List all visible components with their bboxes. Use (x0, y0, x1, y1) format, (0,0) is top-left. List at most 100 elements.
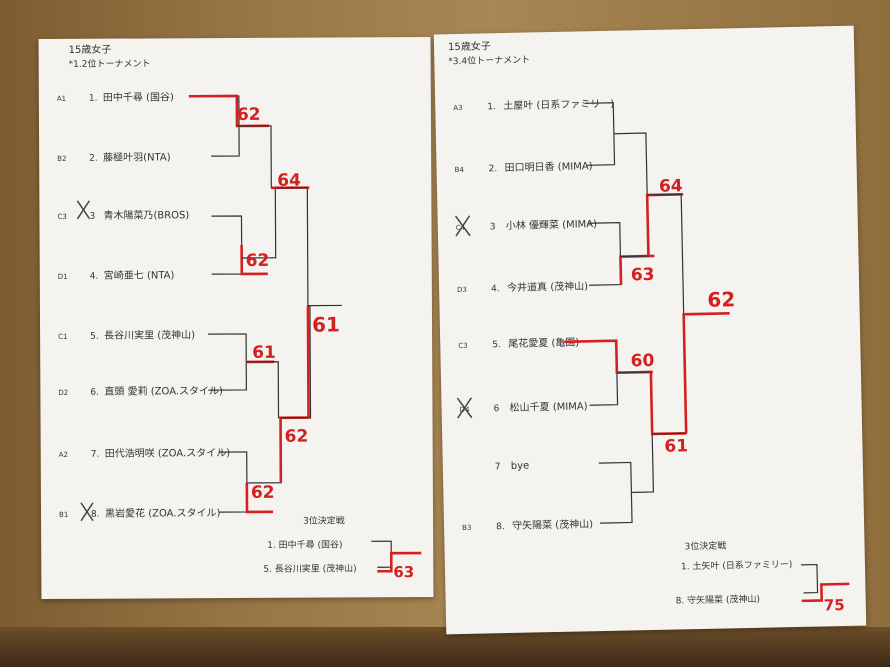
player-name: 田口明日香 (MIMA) (504, 160, 592, 174)
player-seed: B3 (462, 524, 471, 532)
score-l7: 61 (312, 312, 340, 336)
player-seed: B4 (455, 166, 465, 174)
score-r-third: 75 (824, 596, 845, 614)
player-number: 7. (91, 450, 100, 460)
left-third-p1: 1. 田中千尋 (国谷) (267, 538, 342, 550)
score-r1: 63 (631, 265, 655, 285)
bracket-l-r1-d (218, 451, 248, 513)
floor (0, 627, 890, 667)
player-number: 6 (494, 404, 500, 414)
player-seed: A2 (59, 451, 68, 459)
player-seed: D2 (58, 389, 68, 397)
player-row: B4 2. 田口明日香 (MIMA) (455, 160, 593, 174)
player-number: 8. (496, 522, 505, 532)
player-seed: D3 (457, 286, 467, 294)
bracket-l-r1-a (210, 95, 240, 157)
winner-line-r4 (649, 371, 687, 436)
bracket-r-r2-a (613, 132, 650, 258)
player-name: bye (511, 461, 530, 472)
winner-line-l-third (377, 551, 422, 573)
player-row: C3 5. 尾花愛夏 (亀国) (458, 335, 579, 350)
right-title-1: 15歳女子 (448, 39, 491, 53)
player-number: 6. (90, 388, 99, 398)
player-row: D2 6. 直頭 愛莉 (ZOA.スタイル) (58, 384, 223, 398)
player-seed: C3 (57, 213, 66, 221)
player-name: 宮崎亜七 (NTA) (104, 268, 175, 281)
player-number: 2. (488, 164, 497, 174)
score-l1: 62 (237, 105, 261, 125)
right-third-p2: 8. 守矢陽菜 (茂神山) (676, 593, 761, 607)
player-row: D1 4. 宮崎亜七 (NTA) (58, 268, 175, 282)
winner-line-l4 (245, 482, 274, 514)
score-r2: 64 (659, 176, 683, 196)
player-number: 3 (490, 222, 496, 232)
bracket-r-r2-b (616, 371, 655, 494)
player-row: D4 6 松山千夏 (MIMA) (460, 399, 588, 414)
player-name: 直頭 愛莉 (ZOA.スタイル) (104, 384, 223, 398)
winner-line-r-third (801, 582, 850, 603)
score-l4: 62 (251, 483, 275, 503)
score-r5: 62 (707, 287, 735, 312)
player-name: 松山千夏 (MIMA) (509, 399, 587, 414)
player-name: 田中千尋 (国谷) (103, 90, 174, 103)
player-number: 8. (91, 510, 100, 520)
bracket-l-r1-c (208, 333, 247, 391)
player-name: 黒岩愛花 (ZOA.スタイル) (105, 506, 221, 520)
player-name: 土屋叶 (日系ファミリー) (503, 97, 614, 112)
player-row: B2 2. 藤極叶羽(NTA) (57, 150, 171, 164)
player-number: 5. (492, 340, 501, 350)
winner-line-r5 (682, 312, 730, 434)
player-name: 小林 優輝菜 (MIMA) (506, 217, 598, 232)
player-row: B3 8. 守矢陽菜 (茂神山) (462, 517, 593, 532)
player-seed: B1 (59, 511, 68, 519)
player-row: A1 1. 田中千尋 (国谷) (57, 90, 174, 104)
winner-line-r3 (645, 192, 684, 257)
player-seed: D4 (460, 406, 471, 414)
bracket-r-r1-a (585, 102, 616, 166)
score-l3: 61 (252, 343, 276, 363)
right-title-2: *3.4位トーナメント (448, 53, 530, 67)
player-number: 5. (90, 332, 99, 342)
winner-line-l7 (306, 305, 310, 418)
score-l6: 62 (285, 427, 309, 447)
player-seed: B2 (57, 155, 66, 163)
right-bracket-drawing: 15歳女子 *3.4位トーナメント A3 1. 土屋叶 (日系ファミリー) B4 2. 田… (448, 39, 850, 614)
player-seed: C3 (458, 342, 468, 350)
score-l2: 62 (246, 251, 270, 271)
right-third-p1: 1. 土矢叶 (日系ファミリー) (681, 558, 793, 572)
player-row: C3 3 青木陽菜乃(BROS) (57, 208, 189, 222)
bracket-r-r1-d (598, 461, 633, 524)
score-l5: 64 (277, 171, 301, 191)
player-number: 7 (495, 462, 501, 472)
left-third-p2: 5. 長谷川実里 (茂神山) (263, 562, 356, 574)
player-seed: D1 (58, 273, 68, 281)
player-seed: A1 (57, 95, 66, 103)
player-name: 青木陽菜乃(BROS) (103, 208, 189, 221)
player-name: 今井道真 (茂神山) (507, 279, 588, 294)
player-row: 7 bye (495, 461, 530, 473)
player-number: 1. (487, 102, 496, 112)
player-name: 長谷川実里 (茂神山) (104, 328, 195, 341)
score-r4: 61 (664, 436, 688, 456)
player-number: 2. (89, 154, 98, 164)
right-bracket-sheet: 15歳女子 *3.4位トーナメント A3 1. 土屋叶 (日系ファミリー) B4 2. 田… (433, 25, 867, 635)
player-name: 藤極叶羽(NTA) (103, 150, 171, 163)
bracket-r-final (647, 193, 687, 435)
player-number: 1. (89, 94, 98, 104)
score-l-third: 63 (393, 563, 414, 581)
player-number: 4. (90, 272, 99, 282)
bracket-l-r2-a (236, 125, 277, 259)
player-seed: A3 (453, 104, 462, 112)
player-number: 3 (89, 212, 95, 222)
score-r3: 60 (630, 351, 654, 371)
player-row: A3 1. 土屋叶 (日系ファミリー) (453, 97, 614, 113)
player-name: 守矢陽菜 (茂神山) (512, 517, 593, 532)
player-name: 尾花愛夏 (亀国) (508, 335, 579, 349)
bracket-l-r1-b (211, 215, 243, 275)
